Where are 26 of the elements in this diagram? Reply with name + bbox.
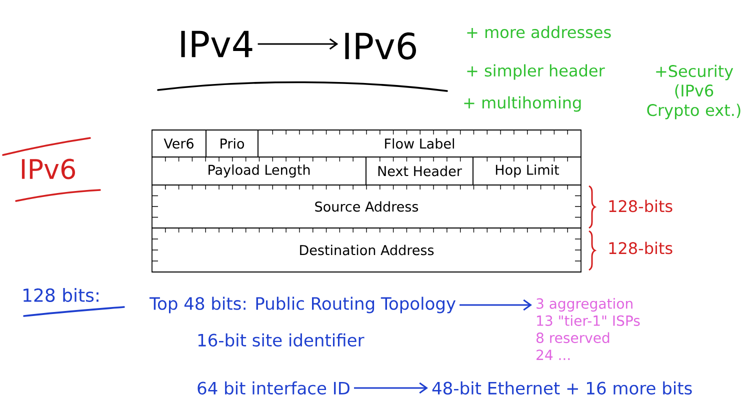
header-field: Destination Address — [152, 228, 582, 272]
note-text: 64 bit interface ID — [198, 381, 350, 395]
note-list: 3 aggregation 13 "tier-1" ISPs 8 reserved 24 ... — [536, 298, 640, 360]
header-field: Prio — [206, 130, 258, 158]
note-text: 16-bit site identifier — [198, 333, 364, 347]
heading-word: IPv6 — [345, 32, 416, 60]
note-text: + more addresses — [467, 26, 611, 38]
note-text: + multihoming — [464, 96, 581, 112]
header-field: Hop Limit — [472, 156, 582, 186]
header-field: Source Address — [152, 184, 582, 228]
note-text: 128 bits: — [24, 288, 98, 302]
size-note: 128-bits — [609, 200, 672, 212]
header-field: Ver6 — [152, 130, 206, 158]
note-text: 48-bit Ethernet + 16 more bits — [432, 381, 692, 395]
arrow — [258, 38, 338, 50]
note-text: + simpler header — [467, 64, 605, 80]
note-text: +Security (IPv6 Crypto ext.) — [647, 64, 740, 120]
arrow — [354, 382, 428, 394]
heading-word: IPv4 — [181, 30, 252, 58]
note-text: Top 48 bits: Public Routing Topology — [150, 296, 456, 314]
size-note: 128-bits — [609, 242, 672, 254]
side-heading: IPv6 — [22, 158, 75, 180]
header-field: Next Header — [366, 156, 474, 186]
header-field: Payload Length — [152, 156, 366, 186]
arrow — [460, 299, 532, 311]
header-field: Flow Label — [258, 130, 582, 158]
